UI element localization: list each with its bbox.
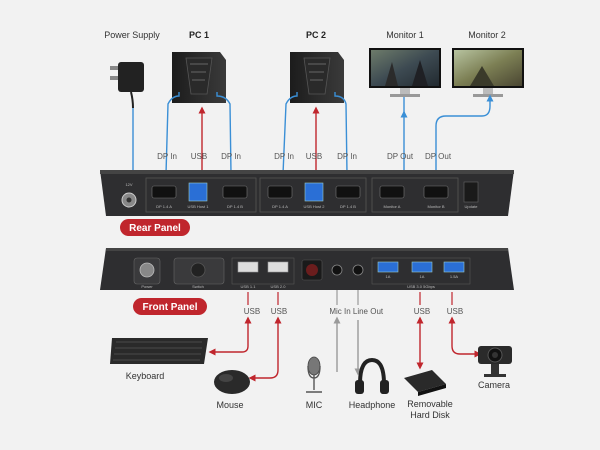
front-usb3-port-1 xyxy=(377,261,399,273)
mic-icon xyxy=(306,356,322,393)
rear-port-label-dp-out-1: DP Out xyxy=(387,152,414,161)
front-usb3-port-3 xyxy=(443,261,465,273)
pc2-label: PC 2 xyxy=(306,30,326,40)
rear-dp-port-2a xyxy=(267,185,293,199)
front-usb-port-2 xyxy=(267,261,289,273)
front-port-label-usb-4: USB xyxy=(447,307,463,316)
front-panel-tab: Front Panel xyxy=(133,298,207,315)
mic-label: MIC xyxy=(306,400,323,410)
front-power-button-icon xyxy=(139,262,155,278)
silk-monitor-b: Monitor B xyxy=(427,204,444,209)
keyboard-label: Keyboard xyxy=(126,371,165,381)
silk-switch: Switch xyxy=(192,284,204,289)
front-port-label-usb-3: USB xyxy=(414,307,430,316)
front-panel-title: Front Panel xyxy=(142,302,197,313)
silk-usb3: USB 3.0 5Gbps xyxy=(407,284,435,289)
silk-dp1b: DP 1.4 B xyxy=(227,204,243,209)
front-usb3-port-2 xyxy=(411,261,433,273)
hard-disk-label-line1: Removable xyxy=(407,399,453,409)
rear-dp-out-b-port xyxy=(423,185,449,199)
silk-dp1a: DP 1.4 A xyxy=(156,204,172,209)
pc2-dp-in-a-line xyxy=(279,92,298,178)
front-usb-port-1 xyxy=(237,261,259,273)
front-switch-button-icon xyxy=(190,262,206,278)
headphone-label: Headphone xyxy=(349,400,396,410)
keyboard-icon xyxy=(110,338,208,364)
silk-monitor-a: Monitor A xyxy=(384,204,401,209)
silk-usb-host1: USB Host 1 xyxy=(188,204,210,209)
rear-port-label-dp-in-3: DP In xyxy=(274,152,294,161)
pc1-dp-in-a-line xyxy=(162,92,180,178)
rear-panel: 12V DP 1.4 A USB Host 1 DP 1.4 B DP 1.4 … xyxy=(100,170,514,216)
front-port-label-line-out: Line Out xyxy=(353,307,384,316)
power-adapter-icon xyxy=(110,62,144,109)
rear-port-label-usb-1: USB xyxy=(191,152,207,161)
camera-icon xyxy=(478,346,512,377)
camera-label: Camera xyxy=(478,380,510,390)
rear-port-label-dp-in-2: DP In xyxy=(221,152,241,161)
rear-panel-title: Rear Panel xyxy=(129,223,181,234)
hard-disk-icon xyxy=(404,370,446,396)
rear-dp-out-a-port xyxy=(379,185,405,199)
rear-port-label-dp-in-1: DP In xyxy=(157,152,177,161)
mic-in-jack-icon xyxy=(331,264,343,276)
camera-line xyxy=(448,316,482,358)
silk-dp2a: DP 1.4 A xyxy=(272,204,288,209)
silk-power: Power xyxy=(141,284,153,289)
rear-dp-port-2b xyxy=(335,185,361,199)
silk-1-5a: 1.5A xyxy=(450,274,459,279)
update-port xyxy=(463,181,479,203)
monitor2-label: Monitor 2 xyxy=(468,30,506,40)
silk-usb-right: USB 2.0 xyxy=(271,284,287,289)
rear-panel-tab: Rear Panel xyxy=(120,219,190,236)
hard-disk-label-line2: Hard Disk xyxy=(410,410,450,420)
pc2-tower-icon xyxy=(290,52,344,103)
rear-dp-port-1b xyxy=(222,185,248,199)
headphone-icon xyxy=(355,357,389,394)
power-silk: 12V xyxy=(125,182,132,187)
rear-port-label-dp-out-2: DP Out xyxy=(425,152,452,161)
dp-out-b-line xyxy=(435,94,494,174)
front-ir-sensor-icon xyxy=(306,264,318,276)
rear-usb-host-1-port xyxy=(188,182,208,202)
silk-1a-2: 1A xyxy=(420,274,425,279)
pc1-tower-icon xyxy=(172,52,226,103)
rear-port-label-usb-2: USB xyxy=(306,152,322,161)
front-port-label-usb-2: USB xyxy=(271,307,287,316)
silk-usb-host2: USB Host 2 xyxy=(304,204,326,209)
pc1-dp-in-b-line xyxy=(216,92,235,178)
keyboard-line xyxy=(208,316,252,356)
power-supply-label: Power Supply xyxy=(104,30,160,40)
silk-1a-1: 1A xyxy=(386,274,391,279)
pc2-dp-in-b-line xyxy=(334,92,351,178)
rear-usb-host-2-port xyxy=(304,182,324,202)
mouse-icon xyxy=(214,370,250,394)
mouse-line xyxy=(248,316,282,382)
monitor1-icon xyxy=(369,48,441,97)
monitor1-label: Monitor 1 xyxy=(386,30,424,40)
front-port-label-mic-in: Mic In xyxy=(329,307,350,316)
silk-usb-left: USB 1.1 xyxy=(241,284,257,289)
silk-update: Update xyxy=(465,204,479,209)
rear-dp-port-1a xyxy=(151,185,177,199)
pc1-label: PC 1 xyxy=(189,30,209,40)
mouse-label: Mouse xyxy=(216,400,243,410)
rear-port-label-dp-in-4: DP In xyxy=(337,152,357,161)
line-out-jack-icon xyxy=(352,264,364,276)
front-panel: Power Switch USB 1.1 USB 2.0 1A 1A 1.5A … xyxy=(100,248,514,290)
silk-dp2b: DP 1.4 B xyxy=(340,204,356,209)
front-port-label-usb-1: USB xyxy=(244,307,260,316)
monitor2-icon xyxy=(452,48,524,97)
